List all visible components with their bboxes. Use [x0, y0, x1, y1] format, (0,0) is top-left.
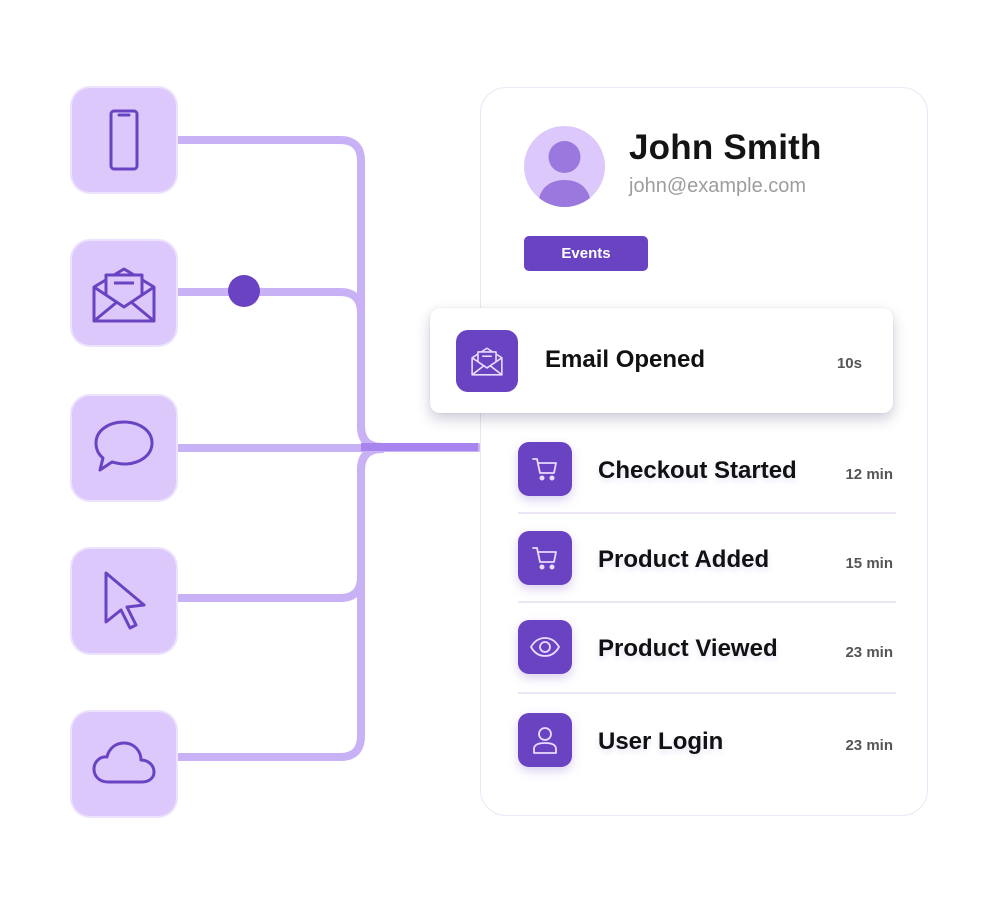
event-time: 23 min [845, 644, 893, 661]
cart-icon [532, 547, 557, 570]
highlighted-event-time: 10s [836, 355, 862, 372]
event-row-product-added[interactable]: Product Added 15 min [518, 531, 896, 585]
event-row-product-viewed[interactable]: Product Viewed 23 min [518, 620, 896, 674]
connector-cloud [174, 445, 386, 761]
user-avatar-icon [538, 141, 591, 207]
event-time: 23 min [845, 737, 893, 754]
events-tab[interactable]: Events [524, 236, 648, 271]
user-name: John Smith [629, 128, 822, 167]
event-row-checkout[interactable]: Checkout Started 12 min [518, 442, 896, 496]
connector-cursor [174, 445, 386, 602]
divider [518, 601, 896, 603]
event-icon-box [518, 620, 572, 674]
chat-bubble-icon [94, 420, 154, 472]
cloud-icon [92, 741, 156, 784]
signal-dot [228, 275, 260, 307]
divider [518, 692, 896, 694]
source-tile-cursor [72, 549, 176, 653]
event-icon-box [518, 531, 572, 585]
highlighted-event-card[interactable]: Email Opened 10s [430, 308, 893, 413]
event-title: Product Added [598, 546, 770, 573]
user-icon [533, 727, 557, 754]
event-title: Product Viewed [598, 635, 778, 662]
event-icon-box [518, 442, 572, 496]
smartphone-icon [109, 109, 139, 171]
event-time: 15 min [845, 555, 893, 572]
event-time: 12 min [845, 466, 893, 483]
avatar [524, 126, 605, 207]
source-tile-cloud [72, 712, 176, 816]
event-icon-box [518, 713, 572, 767]
envelope-icon [471, 347, 503, 376]
event-row-user-login[interactable]: User Login 23 min [518, 713, 896, 767]
eye-icon [530, 637, 560, 657]
source-tile-email [72, 241, 176, 345]
source-tile-chat [72, 396, 176, 500]
highlighted-event-title: Email Opened [545, 346, 706, 373]
cursor-icon [104, 571, 146, 630]
highlighted-event-icon-box [456, 330, 518, 392]
event-title: Checkout Started [598, 457, 797, 484]
cart-icon [532, 458, 557, 481]
divider [518, 512, 896, 514]
connector-email [174, 288, 386, 451]
event-title: User Login [598, 728, 724, 755]
user-email: john@example.com [629, 175, 807, 197]
envelope-icon [92, 267, 156, 323]
source-tile-phone [72, 88, 176, 192]
